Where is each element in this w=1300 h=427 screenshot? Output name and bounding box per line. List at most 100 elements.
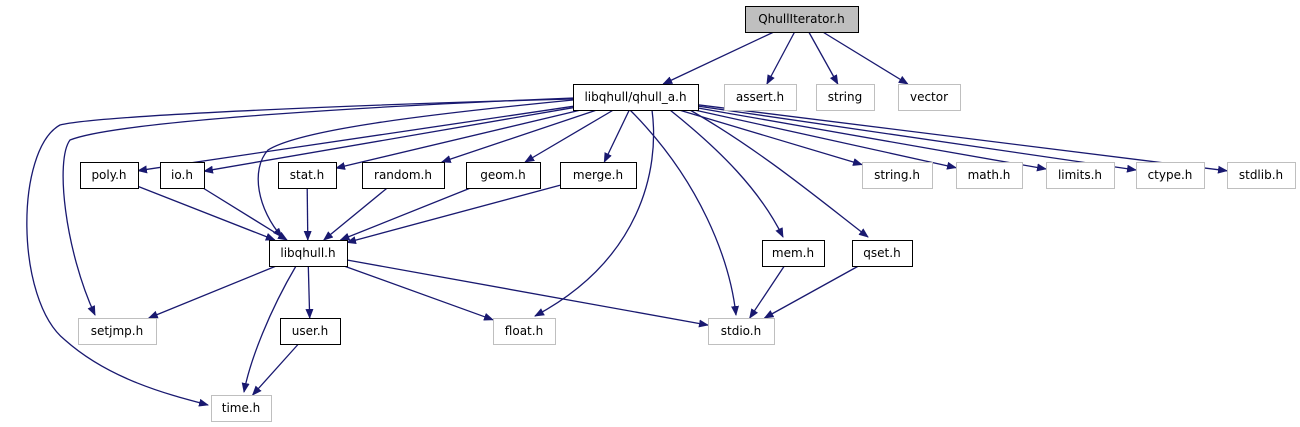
edge-qhulliterator-to-assert xyxy=(766,31,796,85)
node-box xyxy=(280,318,341,345)
edge-libqhull-to-stdio xyxy=(346,259,709,328)
node-label: stdlib.h xyxy=(1239,168,1283,182)
node-label: stdio.h xyxy=(721,324,761,338)
node-box xyxy=(493,318,556,345)
node-label: qset.h xyxy=(863,246,900,260)
node-limits: limits.h xyxy=(1046,162,1115,189)
node-box xyxy=(1136,162,1205,189)
edge-qhull_a-to-mem xyxy=(669,109,784,238)
edge-arrow xyxy=(524,109,614,163)
node-label: libqhull.h xyxy=(280,246,335,260)
edge-qhull_a-to-time xyxy=(26,98,574,407)
node-libqhull[interactable]: libqhull.h xyxy=(269,240,348,267)
node-box xyxy=(1227,162,1296,189)
node-box xyxy=(362,162,445,189)
node-qhull_a[interactable]: libqhull/qhull_a.h xyxy=(573,84,699,111)
node-label: math.h xyxy=(968,168,1011,182)
edge-arrow xyxy=(763,265,859,319)
edge-io-to-libqhull xyxy=(202,187,288,241)
edge-arrow xyxy=(697,104,1228,174)
edge-stat-to-libqhull xyxy=(303,187,312,241)
edge-qhull_a-to-setjmp xyxy=(62,97,574,316)
node-box xyxy=(211,395,272,422)
edge-libqhull-to-time xyxy=(241,265,297,393)
edge-libqhull-to-float xyxy=(343,265,494,321)
node-label: mem.h xyxy=(772,246,814,260)
node-label: user.h xyxy=(292,324,329,338)
node-box xyxy=(862,162,933,189)
node-user[interactable]: user.h xyxy=(280,318,341,345)
edge-libqhull-to-user xyxy=(305,265,314,319)
node-label: time.h xyxy=(222,401,261,415)
node-box xyxy=(852,240,913,267)
edge-arrow xyxy=(603,109,630,163)
edge-arrow xyxy=(343,265,494,321)
edge-arrow xyxy=(251,343,299,396)
node-io[interactable]: io.h xyxy=(160,162,205,189)
node-assert: assert.h xyxy=(724,84,797,111)
edge-arrow xyxy=(629,109,739,316)
node-merge[interactable]: merge.h xyxy=(560,162,637,189)
node-label: ctype.h xyxy=(1148,168,1193,182)
node-label: io.h xyxy=(171,168,193,182)
edge-qhull_a-to-stdio xyxy=(629,109,739,316)
edge-arrow xyxy=(697,105,1137,173)
edge-arrow xyxy=(662,31,775,85)
node-poly[interactable]: poly.h xyxy=(80,162,139,189)
node-box xyxy=(278,162,337,189)
edge-arrow xyxy=(669,109,784,238)
edge-qhulliterator-to-vector xyxy=(822,31,909,85)
node-ctype: ctype.h xyxy=(1136,162,1205,189)
node-qhulliterator[interactable]: QhullIterator.h xyxy=(745,6,859,33)
node-label: setjmp.h xyxy=(91,324,143,338)
node-label: string.h xyxy=(874,168,920,182)
node-box xyxy=(898,84,961,111)
edge-arrow xyxy=(766,31,796,85)
edge-arrow xyxy=(257,99,574,238)
edge-user-to-time xyxy=(251,343,299,396)
node-box xyxy=(745,6,859,33)
node-box xyxy=(1046,162,1115,189)
node-vector: vector xyxy=(898,84,961,111)
node-qset[interactable]: qset.h xyxy=(852,240,913,267)
node-label: stat.h xyxy=(290,168,324,182)
edge-qhull_a-to-poly xyxy=(137,105,574,174)
edge-arrow xyxy=(822,31,909,85)
node-box xyxy=(816,84,875,111)
node-box xyxy=(762,240,825,267)
edge-arrow xyxy=(137,185,276,241)
node-box xyxy=(466,162,541,189)
edge-arrow xyxy=(808,31,839,85)
edge-arrow xyxy=(203,107,574,174)
nodes-layer: QhullIterator.h libqhull/qhull_a.h assert.… xyxy=(78,6,1296,422)
node-string: string xyxy=(816,84,875,111)
node-stat[interactable]: stat.h xyxy=(278,162,337,189)
edge-poly-to-libqhull xyxy=(137,185,276,241)
edge-qhull_a-to-merge xyxy=(603,109,630,163)
node-string_h: string.h xyxy=(862,162,933,189)
node-box xyxy=(573,84,699,111)
node-box xyxy=(560,162,637,189)
edge-arrow xyxy=(26,98,574,407)
node-label: vector xyxy=(910,90,948,104)
edge-arrow xyxy=(678,109,863,166)
edge-arrow xyxy=(303,187,312,241)
node-label: QhullIterator.h xyxy=(758,12,845,26)
node-stdlib: stdlib.h xyxy=(1227,162,1296,189)
edge-qhull_a-to-limits xyxy=(697,107,1047,172)
edge-qhull_a-to-stdlib xyxy=(697,104,1228,174)
edges-layer xyxy=(26,31,1228,407)
edge-qset-to-stdio xyxy=(763,265,859,319)
node-label: float.h xyxy=(505,324,543,338)
edge-qhull_a-to-libqhull xyxy=(257,99,574,238)
node-random[interactable]: random.h xyxy=(362,162,445,189)
edge-arrow xyxy=(697,107,1047,172)
node-geom[interactable]: geom.h xyxy=(466,162,541,189)
node-box xyxy=(269,240,348,267)
edge-mem-to-stdio xyxy=(749,265,785,319)
node-math: math.h xyxy=(956,162,1023,189)
node-mem[interactable]: mem.h xyxy=(762,240,825,267)
node-label: string xyxy=(828,90,862,104)
edge-qhull_a-to-io xyxy=(203,107,574,174)
